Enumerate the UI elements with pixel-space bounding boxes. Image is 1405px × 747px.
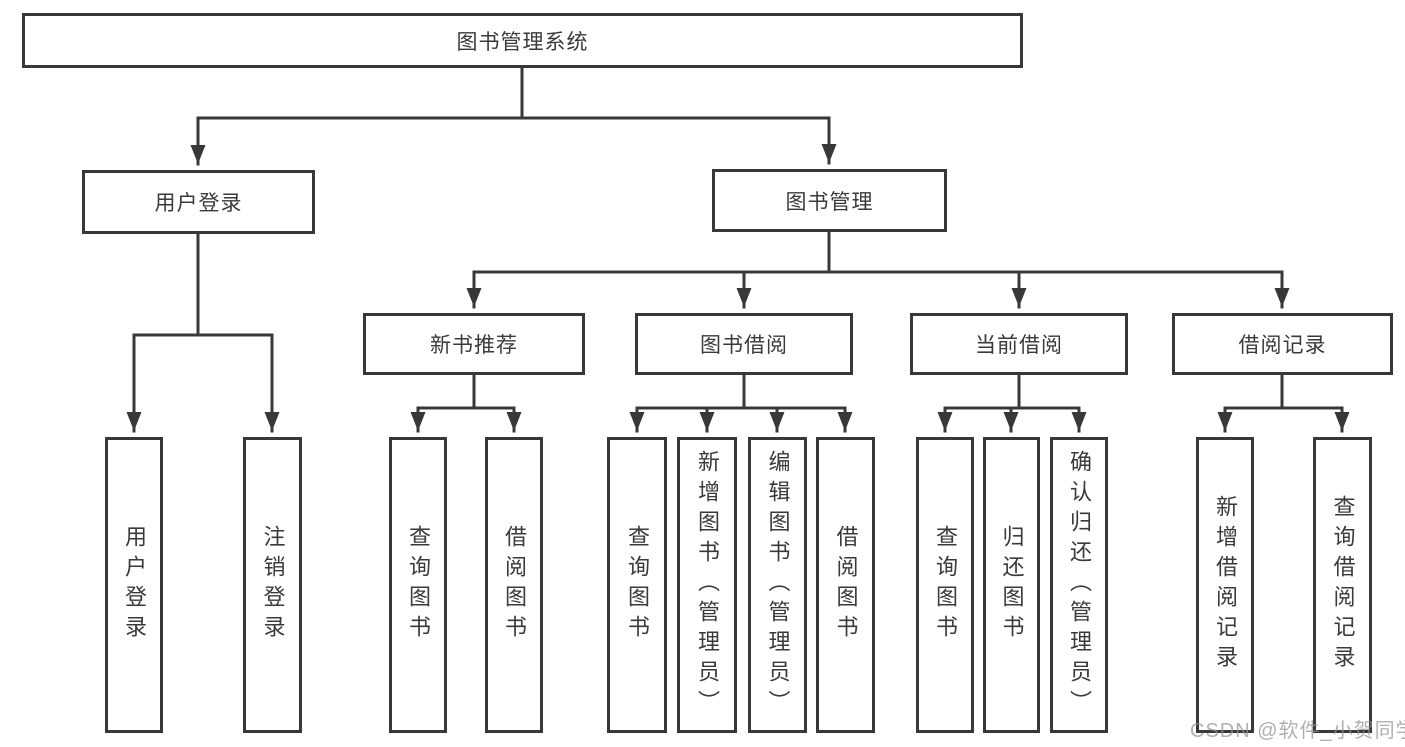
leaf-current-query-books: 查询图书: [916, 437, 974, 733]
leaf-recommend-query-books: 查询图书: [389, 437, 447, 733]
node-new-book-recommend: 新书推荐: [363, 313, 585, 375]
node-label: 图书借阅: [700, 334, 788, 357]
leaf-borrow-books: 借阅图书: [816, 437, 875, 733]
node-label: 借阅图书: [833, 525, 859, 645]
leaf-return-books: 归还图书: [983, 437, 1040, 733]
node-label: 借阅记录: [1238, 334, 1327, 357]
node-label: 新增借阅记录: [1213, 495, 1238, 675]
node-label: 用户登录: [154, 192, 243, 215]
node-label: 注销登录: [260, 525, 286, 645]
leaf-query-borrow-record: 查询借阅记录: [1313, 437, 1372, 733]
leaf-edit-books-admin: 编辑图书（管理员）: [748, 437, 807, 733]
leaf-logout: 注销登录: [243, 437, 302, 733]
leaf-add-books-admin: 新增图书（管理员）: [677, 437, 737, 733]
node-label: 查询借阅记录: [1330, 495, 1356, 675]
leaf-add-borrow-record: 新增借阅记录: [1196, 437, 1254, 733]
node-library-system: 图书管理系统: [22, 13, 1023, 68]
node-label: 查询图书: [625, 525, 650, 645]
node-label: 编辑图书（管理员）: [765, 450, 791, 720]
watermark: CSDN @软件_小贺同学: [1190, 720, 1405, 742]
node-book-borrow: 图书借阅: [635, 313, 853, 375]
node-label: 新增图书（管理员）: [695, 450, 720, 720]
node-label: 归还图书: [999, 525, 1025, 645]
node-label: 查询图书: [933, 525, 958, 645]
leaf-recommend-borrow-books: 借阅图书: [485, 437, 543, 733]
node-user-login: 用户登录: [82, 170, 315, 234]
node-label: 查询图书: [406, 525, 431, 645]
leaf-borrow-query-books: 查询图书: [607, 437, 667, 733]
node-current-borrow: 当前借阅: [910, 313, 1128, 375]
node-label: 当前借阅: [975, 334, 1063, 357]
node-borrow-records: 借阅记录: [1172, 313, 1393, 375]
node-label: 图书管理系统: [456, 30, 589, 54]
node-label: 图书管理: [785, 190, 874, 214]
node-label: 借阅图书: [502, 525, 527, 645]
node-label: 确认归还（管理员）: [1067, 450, 1092, 720]
node-label: 用户登录: [122, 525, 147, 645]
node-label: 新书推荐: [430, 334, 518, 357]
node-book-management: 图书管理: [712, 169, 947, 232]
leaf-confirm-return-admin: 确认归还（管理员）: [1050, 437, 1108, 733]
leaf-user-login: 用户登录: [105, 437, 163, 733]
